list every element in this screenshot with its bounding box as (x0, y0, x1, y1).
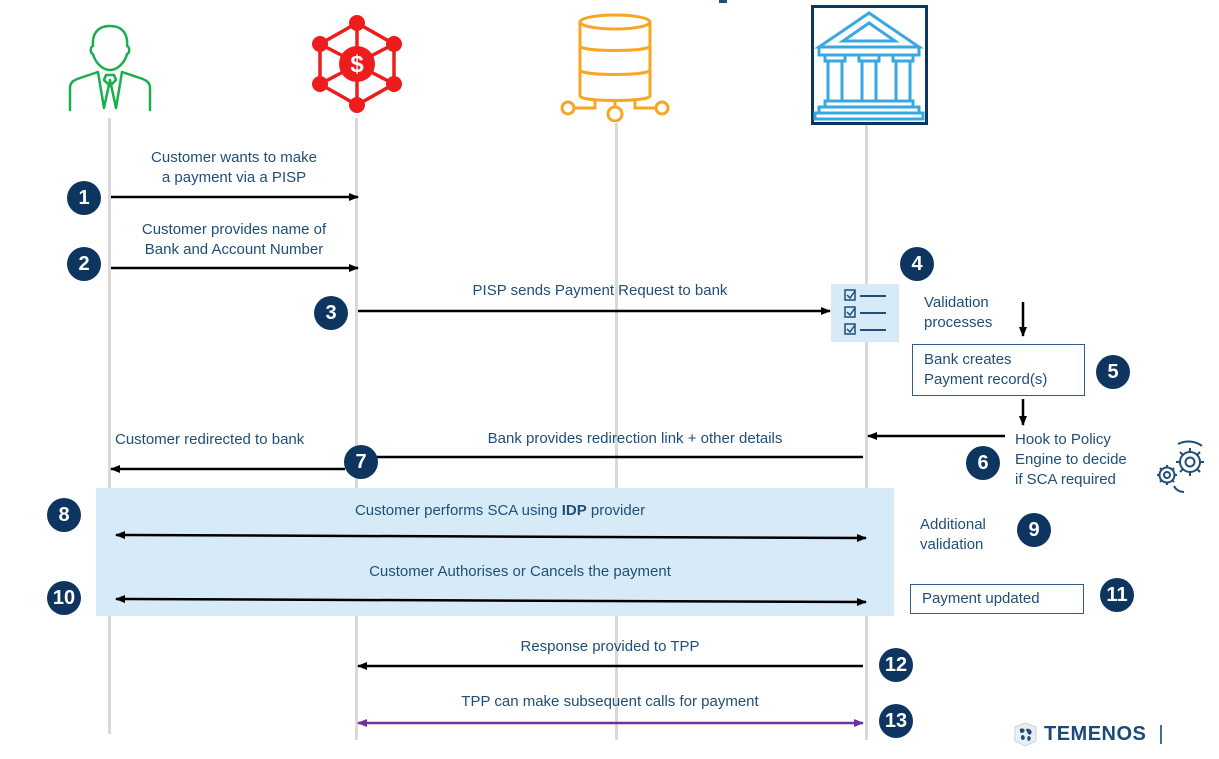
lifeline-pisp (355, 118, 358, 740)
step-badge-4: 4 (900, 247, 934, 281)
step-badge-5: 5 (1096, 355, 1130, 389)
step-9-line-1: Additional (920, 516, 986, 533)
step-badge-10: 10 (47, 581, 81, 615)
database-icon (560, 13, 670, 122)
payment-updated-box (910, 584, 1084, 614)
sca-region (96, 488, 894, 616)
lifeline-customer (108, 118, 111, 734)
step-7-left-label: Customer redirected to bank (115, 431, 305, 448)
step-9-line-2: validation (920, 536, 984, 553)
step-5-label: Bank creates Payment record(s) (924, 350, 1047, 390)
step-5-line-2: Payment record(s) (924, 371, 1048, 388)
step-6-line-3: if SCA required (1015, 471, 1116, 488)
step-4-label: Validation processes (924, 293, 992, 333)
step-9-label: Additional validation (920, 515, 986, 555)
step-12-label: Response provided to TPP (520, 638, 700, 655)
step-2-line-2: Bank and Account Number (144, 241, 324, 258)
step-6-line-1: Hook to Policy (1015, 431, 1111, 448)
step-2-line-1: Customer provides name of (141, 221, 327, 238)
step-11-label: Payment updated (922, 590, 1040, 607)
step-8-text-bold: IDP (561, 502, 587, 519)
step-13-label: TPP can make subsequent calls for paymen… (461, 693, 759, 710)
checklist-icon (831, 284, 899, 342)
step-badge-8: 8 (47, 498, 81, 532)
lifeline-database (615, 123, 618, 740)
step-6-label: Hook to Policy Engine to decide if SCA r… (1015, 430, 1127, 490)
arrow-step-8 (115, 531, 867, 542)
step-1-line-1: Customer wants to make (151, 149, 317, 166)
step-4-line-1: Validation (924, 294, 989, 311)
step-5-line-1: Bank creates (924, 351, 1012, 368)
step-badge-7: 7 (344, 445, 378, 479)
step-badge-3: 3 (314, 296, 348, 330)
person-icon (68, 24, 152, 112)
step-1-line-2: a payment via a PISP (161, 169, 307, 186)
svg-text:$: $ (350, 51, 364, 78)
step-badge-2: 2 (67, 247, 101, 281)
bank-icon (811, 5, 928, 125)
title-fragment (719, 0, 727, 3)
payment-record-box (912, 344, 1085, 396)
step-1-label: Customer wants to make a payment via a P… (120, 148, 348, 188)
step-badge-6: 6 (966, 446, 1000, 480)
step-2-label: Customer provides name of Bank and Accou… (112, 220, 356, 260)
step-3-label: PISP sends Payment Request to bank (472, 282, 728, 299)
step-6-line-2: Engine to decide (1015, 451, 1127, 468)
dollar-network-icon: $ (312, 15, 402, 113)
arrow-step-10 (115, 595, 867, 606)
step-8-text-post: provider (586, 502, 646, 519)
globe-cube-icon (1014, 722, 1037, 747)
step-badge-12: 12 (879, 648, 913, 682)
gears-icon (1157, 440, 1204, 493)
lifeline-bank (865, 123, 868, 740)
step-badge-1: 1 (67, 181, 101, 215)
step-10-label: Customer Authorises or Cancels the payme… (369, 563, 671, 580)
step-7-right-label: Bank provides redirection link + other d… (487, 430, 783, 447)
temenos-logo-divider: | (1158, 722, 1164, 745)
step-badge-11: 11 (1100, 578, 1134, 612)
step-badge-9: 9 (1017, 513, 1051, 547)
temenos-logo-text: TEMENOS (1044, 722, 1147, 745)
temenos-logo: TEMENOS | (1012, 721, 1164, 747)
step-8-label: Customer performs SCA using IDP provider (200, 501, 800, 521)
step-4-line-2: processes (924, 314, 993, 331)
step-8-text-pre: Customer performs SCA using (354, 502, 562, 519)
step-badge-13: 13 (879, 704, 913, 738)
